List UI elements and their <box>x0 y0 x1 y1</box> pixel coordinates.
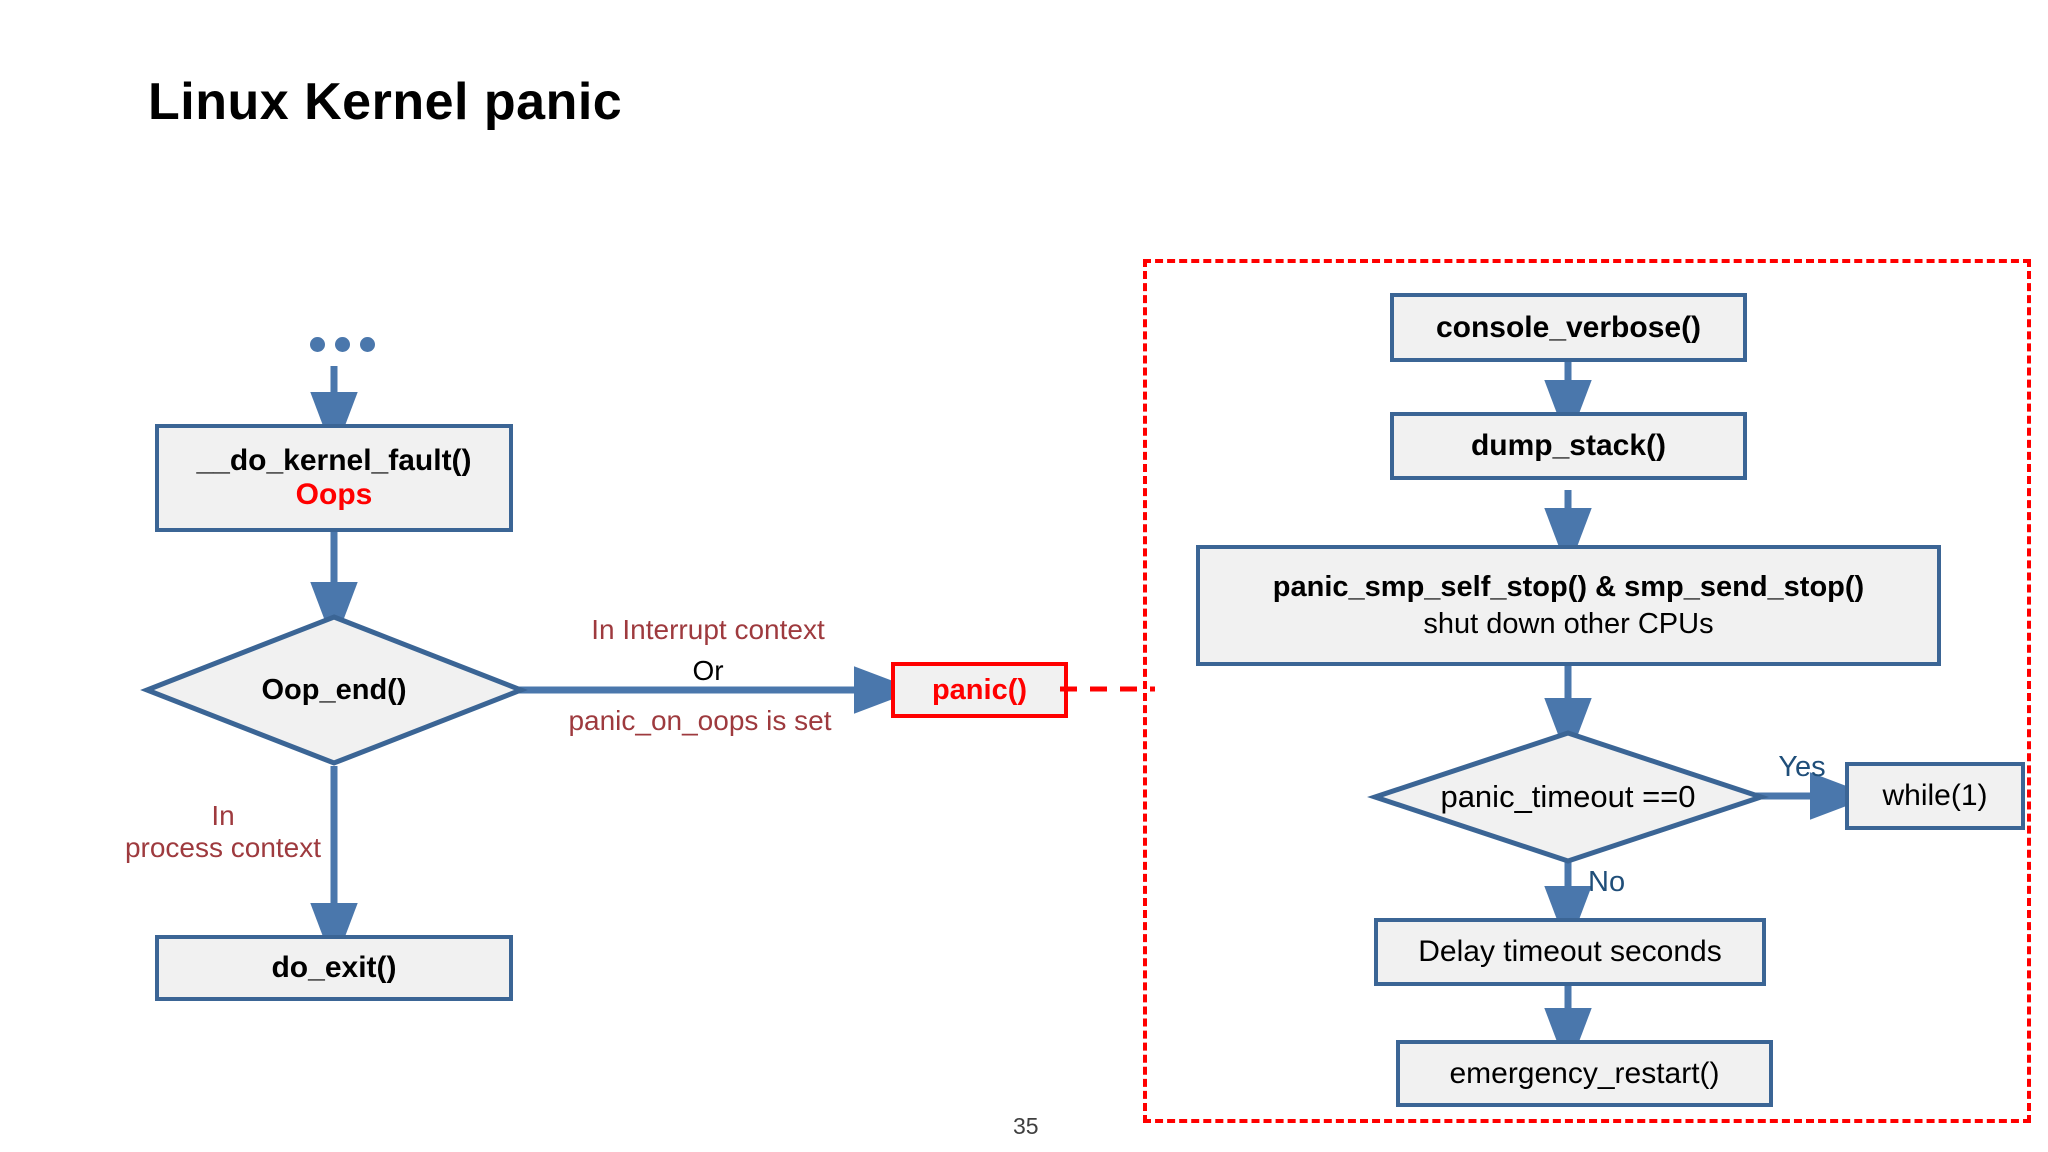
node-panic-timeout-label: panic_timeout ==0 <box>1440 779 1696 814</box>
node-panic-timeout[interactable]: panic_timeout ==0 <box>1367 730 1769 864</box>
node-oop-end[interactable]: Oop_end() <box>140 614 528 766</box>
node-do-kernel-fault-line2: Oops <box>295 478 373 511</box>
node-console-verbose-label: console_verbose() <box>1435 310 1702 344</box>
node-do-exit[interactable]: do_exit() <box>155 935 513 1001</box>
node-console-verbose[interactable]: console_verbose() <box>1390 293 1747 362</box>
node-dump-stack-label: dump_stack() <box>1470 429 1667 463</box>
node-while-1[interactable]: while(1) <box>1845 762 2025 830</box>
node-delay-timeout[interactable]: Delay timeout seconds <box>1374 918 1766 986</box>
ellipsis-dots <box>310 337 375 352</box>
edge-label-panic-on-oops: panic_on_oops is set <box>568 705 832 736</box>
edge-label-interrupt-context: In Interrupt context <box>591 614 825 645</box>
node-dump-stack[interactable]: dump_stack() <box>1390 412 1747 480</box>
node-do-kernel-fault[interactable]: __do_kernel_fault() Oops <box>155 424 513 532</box>
panic-to-region-dashed-link <box>1060 686 1155 692</box>
node-panic-label: panic() <box>931 673 1028 706</box>
node-while-1-label: while(1) <box>1882 779 1988 813</box>
node-smp-stop[interactable]: panic_smp_self_stop() & smp_send_stop() … <box>1196 545 1941 666</box>
panic-detail-region <box>1143 259 2031 1123</box>
edge-label-process-context: In process context <box>58 800 388 864</box>
edge-label-process-context-line1: In <box>211 800 235 831</box>
node-do-kernel-fault-line1: __do_kernel_fault() <box>196 444 472 478</box>
page-number: 35 <box>1013 1113 1039 1139</box>
page-title: Linux Kernel panic <box>148 73 623 131</box>
node-emergency-restart-label: emergency_restart() <box>1449 1056 1720 1090</box>
edge-label-yes: Yes <box>1778 751 1826 783</box>
dot-1 <box>310 337 325 352</box>
node-smp-stop-line2: shut down other CPUs <box>1423 607 1714 640</box>
node-do-exit-label: do_exit() <box>271 951 397 985</box>
dot-2 <box>335 337 350 352</box>
edge-label-no: No <box>1588 866 1626 898</box>
node-delay-timeout-label: Delay timeout seconds <box>1418 935 1722 969</box>
edge-label-or: Or <box>692 655 724 686</box>
node-panic[interactable]: panic() <box>891 662 1068 718</box>
node-emergency-restart[interactable]: emergency_restart() <box>1396 1040 1773 1107</box>
edge-label-process-context-line2: process context <box>124 832 322 864</box>
node-oop-end-label: Oop_end() <box>261 673 407 706</box>
dot-3 <box>360 337 375 352</box>
node-smp-stop-line1: panic_smp_self_stop() & smp_send_stop() <box>1272 571 1865 604</box>
